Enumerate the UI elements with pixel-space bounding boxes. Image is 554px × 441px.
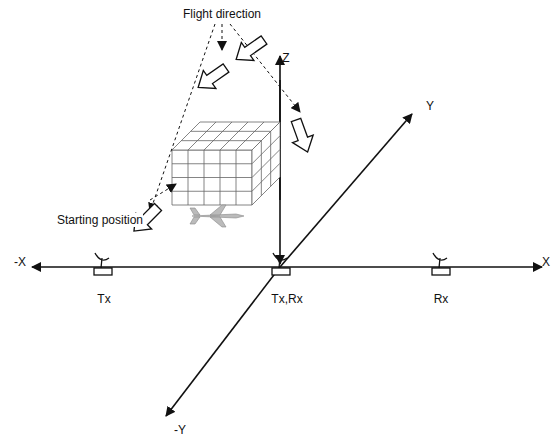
axis-label: -Y bbox=[174, 423, 186, 437]
grid-line bbox=[172, 177, 252, 178]
grid-line bbox=[236, 122, 264, 150]
flight-arrow bbox=[286, 116, 318, 155]
grid-line bbox=[204, 122, 232, 150]
grid-line bbox=[252, 150, 280, 178]
grid-line bbox=[191, 131, 271, 132]
y-axis bbox=[166, 267, 280, 416]
antenna-symbol bbox=[94, 253, 112, 275]
axis-label: X bbox=[542, 255, 550, 269]
antenna-symbol bbox=[272, 253, 290, 275]
flight-arrow bbox=[230, 31, 270, 69]
axis-label: -X bbox=[14, 255, 26, 269]
grid-line bbox=[252, 163, 280, 191]
grid-line bbox=[172, 163, 252, 164]
title-label: Flight direction bbox=[183, 7, 261, 21]
x-axis bbox=[280, 266, 542, 268]
grid-line bbox=[172, 191, 252, 192]
grid-line bbox=[261, 141, 262, 196]
antenna-symbol bbox=[432, 253, 450, 275]
leader-line bbox=[150, 24, 300, 212]
antenna-label: Tx,Rx bbox=[271, 292, 302, 306]
antenna-label: Tx bbox=[97, 292, 110, 306]
grid-line bbox=[252, 136, 280, 164]
grid-volume bbox=[172, 122, 280, 205]
y-axis bbox=[280, 114, 412, 267]
grid-line bbox=[188, 122, 216, 150]
grid-line bbox=[220, 122, 248, 150]
antenna-label: Rx bbox=[434, 292, 449, 306]
flight-arrow bbox=[192, 59, 232, 97]
axis-label: Z bbox=[282, 51, 289, 65]
callout-label: Starting position bbox=[57, 213, 143, 227]
grid-line bbox=[181, 140, 261, 141]
aircraft-icon bbox=[190, 205, 244, 227]
axis-label: Y bbox=[426, 99, 434, 113]
x-axis bbox=[32, 266, 280, 268]
grid-line bbox=[270, 131, 271, 186]
